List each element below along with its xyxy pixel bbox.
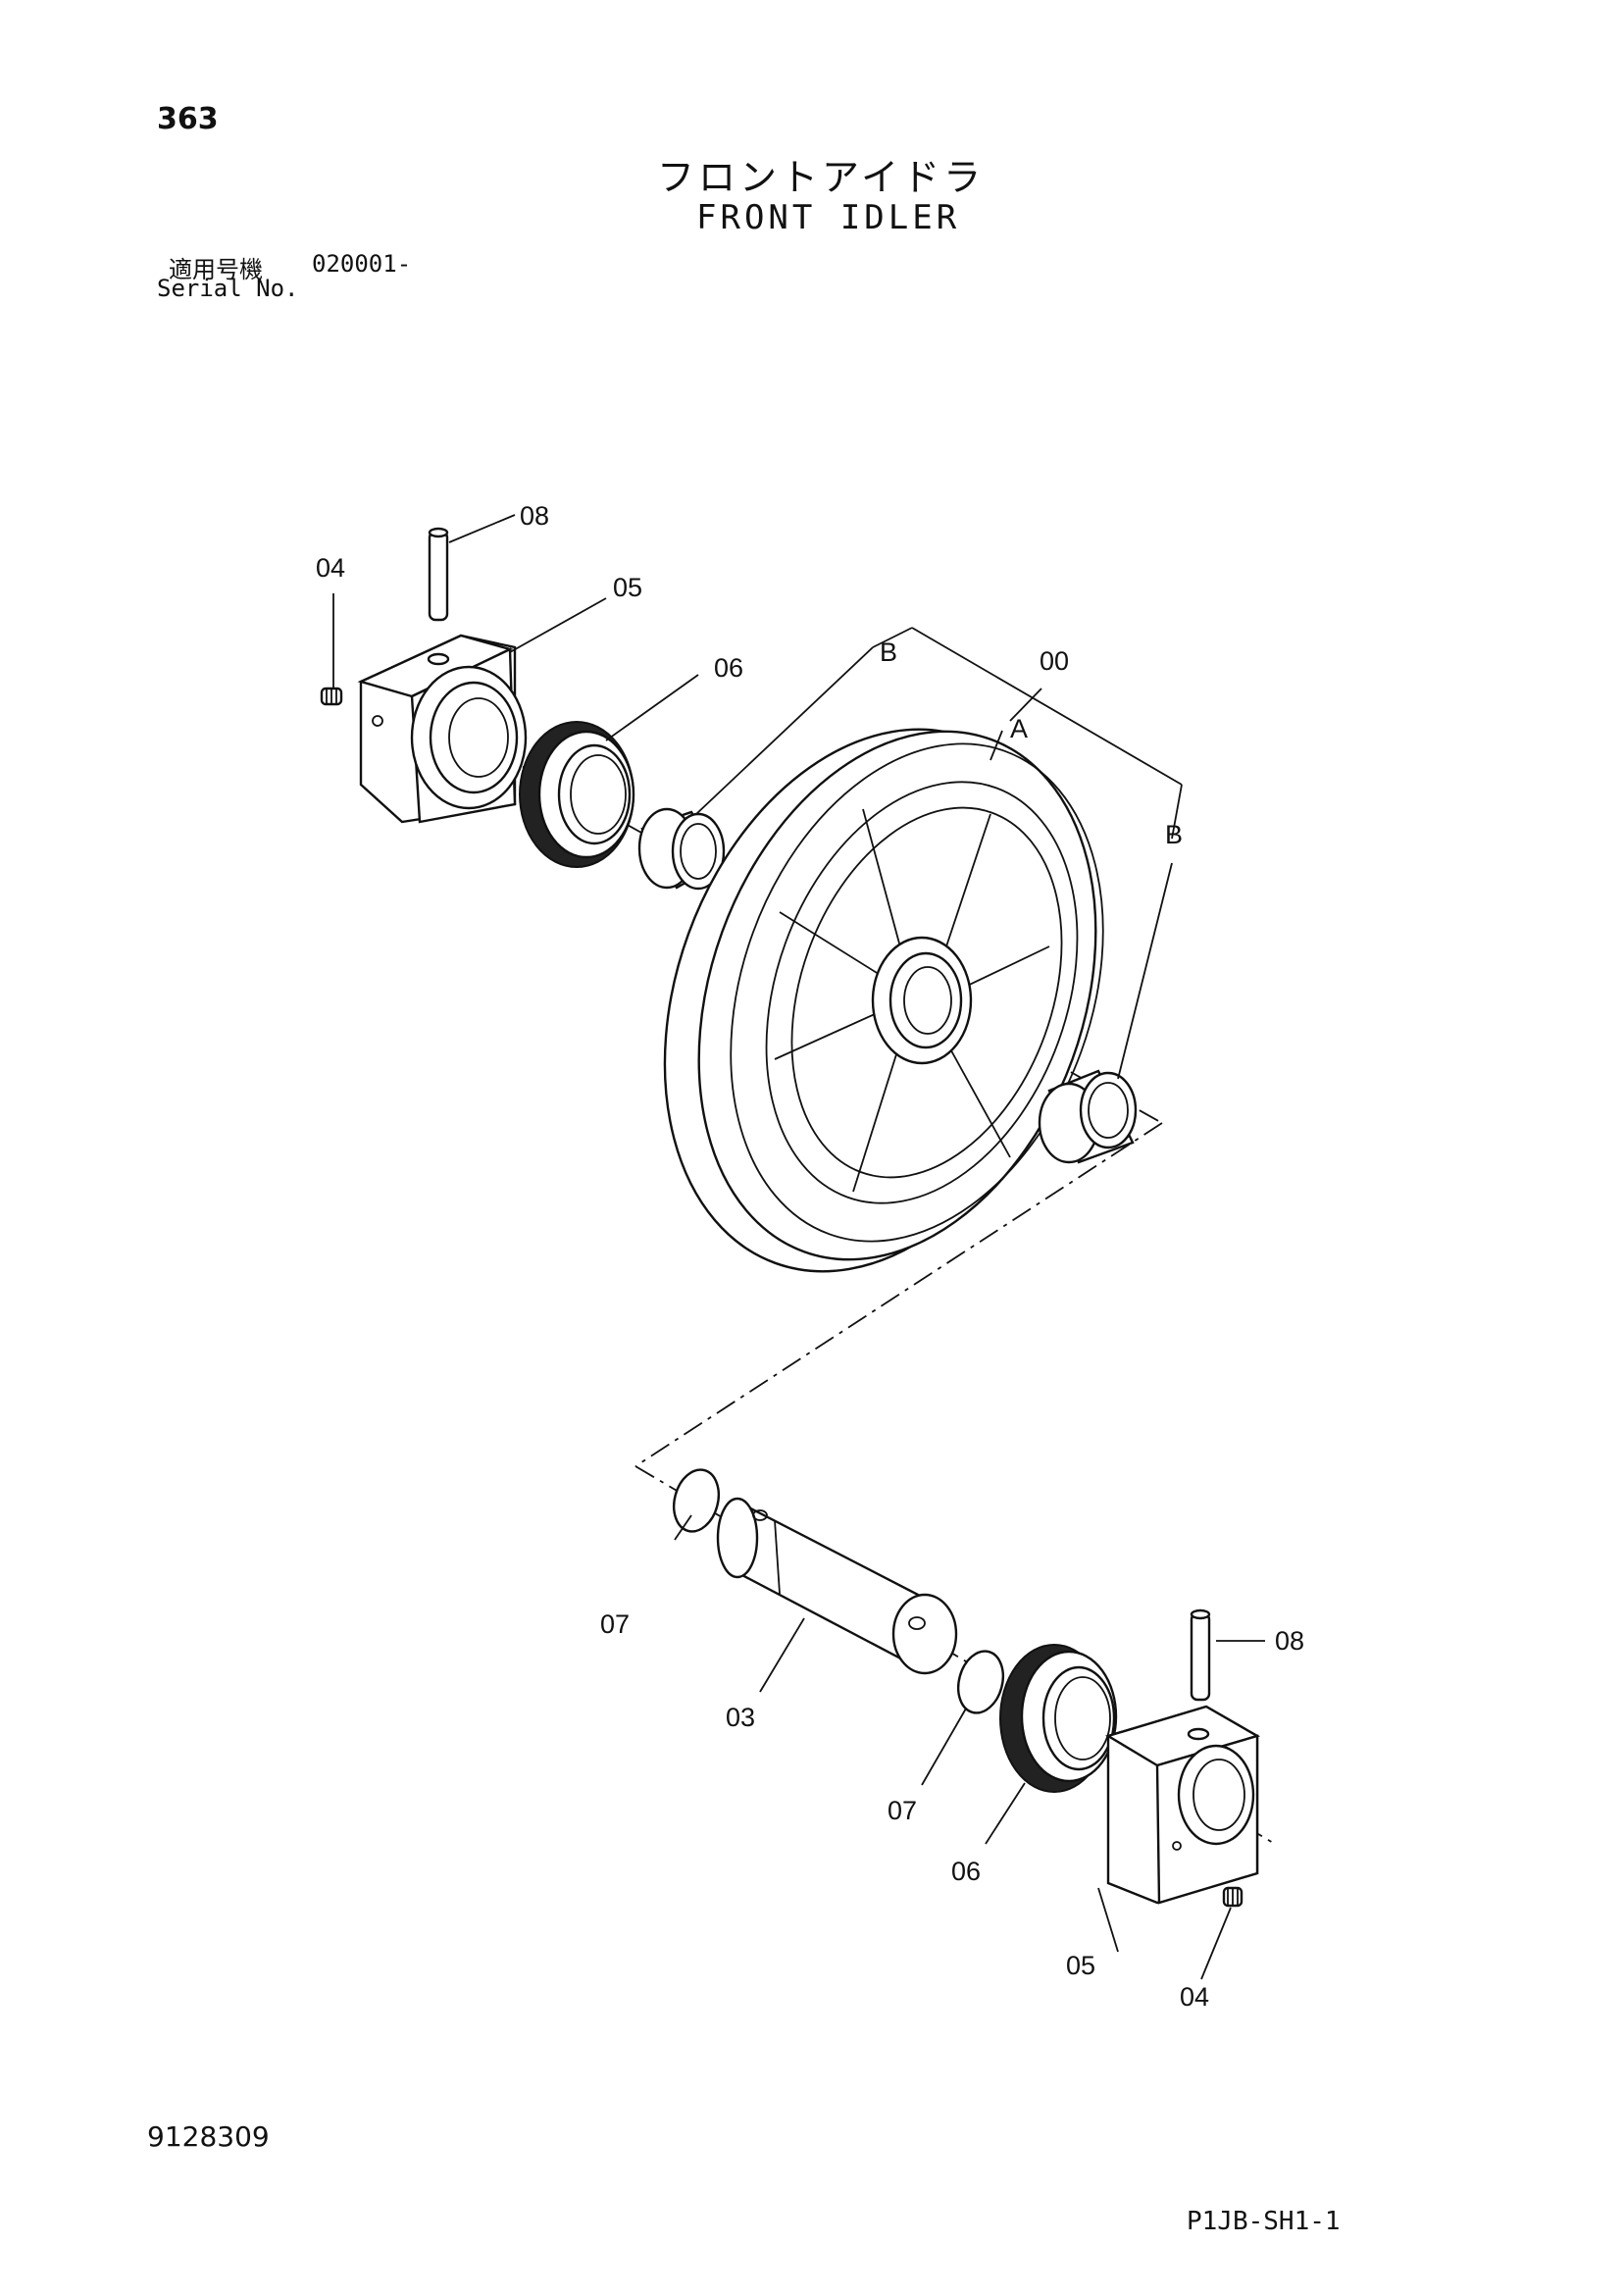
callout-bottom-pin: 08 [1275, 1626, 1304, 1656]
callout-right-oring: 07 [888, 1796, 917, 1825]
callout-ref-a: A [1010, 714, 1028, 743]
serial-number-value: 020001- [312, 250, 412, 278]
serial-label-english: Serial No. [157, 275, 299, 302]
callout-top-bracket: 05 [613, 573, 642, 602]
bottom-pin-part [1190, 1608, 1211, 1702]
title-japanese: フロントアイドラ [657, 156, 986, 199]
bottom-plug-part [1222, 1886, 1243, 1908]
callout-ref-b-top: B [880, 638, 897, 667]
callout-bottom-plug: 04 [1180, 1982, 1209, 2012]
leader-lines [332, 514, 1265, 1980]
top-bushing-part [637, 807, 726, 891]
bottom-seal-part [999, 1644, 1118, 1793]
callout-bottom-bracket: 05 [1066, 1951, 1095, 1980]
callout-top-plug: 04 [316, 553, 345, 583]
callout-bottom-seal: 06 [951, 1857, 981, 1886]
left-oring-part [672, 1468, 721, 1533]
right-oring-part [956, 1650, 1005, 1714]
callout-ref-b-right: B [1165, 820, 1183, 849]
right-bushing-part [1038, 1069, 1138, 1164]
callout-assembly: 00 [1040, 646, 1069, 676]
callout-labels: 08 04 05 06 B 00 A B 07 03 07 06 08 05 0… [316, 501, 1304, 2012]
idler-wheel-part [663, 728, 1104, 1273]
callout-top-pin: 08 [520, 501, 549, 531]
top-bracket-part [357, 634, 528, 824]
sheet-code: P1JB-SH1-1 [1187, 2207, 1341, 2236]
page-number: 363 [157, 102, 219, 136]
top-plug-part [320, 687, 343, 706]
callout-shaft: 03 [726, 1703, 755, 1732]
top-pin-part [428, 527, 449, 622]
serial-label-japanese: 適用号機 [169, 256, 263, 283]
callout-top-seal: 06 [714, 653, 743, 683]
shaft-part [716, 1497, 958, 1675]
document-number: 9128309 [147, 2120, 270, 2153]
top-seal-part [519, 721, 635, 868]
title-english: FRONT IDLER [696, 198, 961, 237]
callout-left-oring: 07 [600, 1609, 630, 1639]
bottom-bracket-part [1105, 1705, 1261, 1905]
